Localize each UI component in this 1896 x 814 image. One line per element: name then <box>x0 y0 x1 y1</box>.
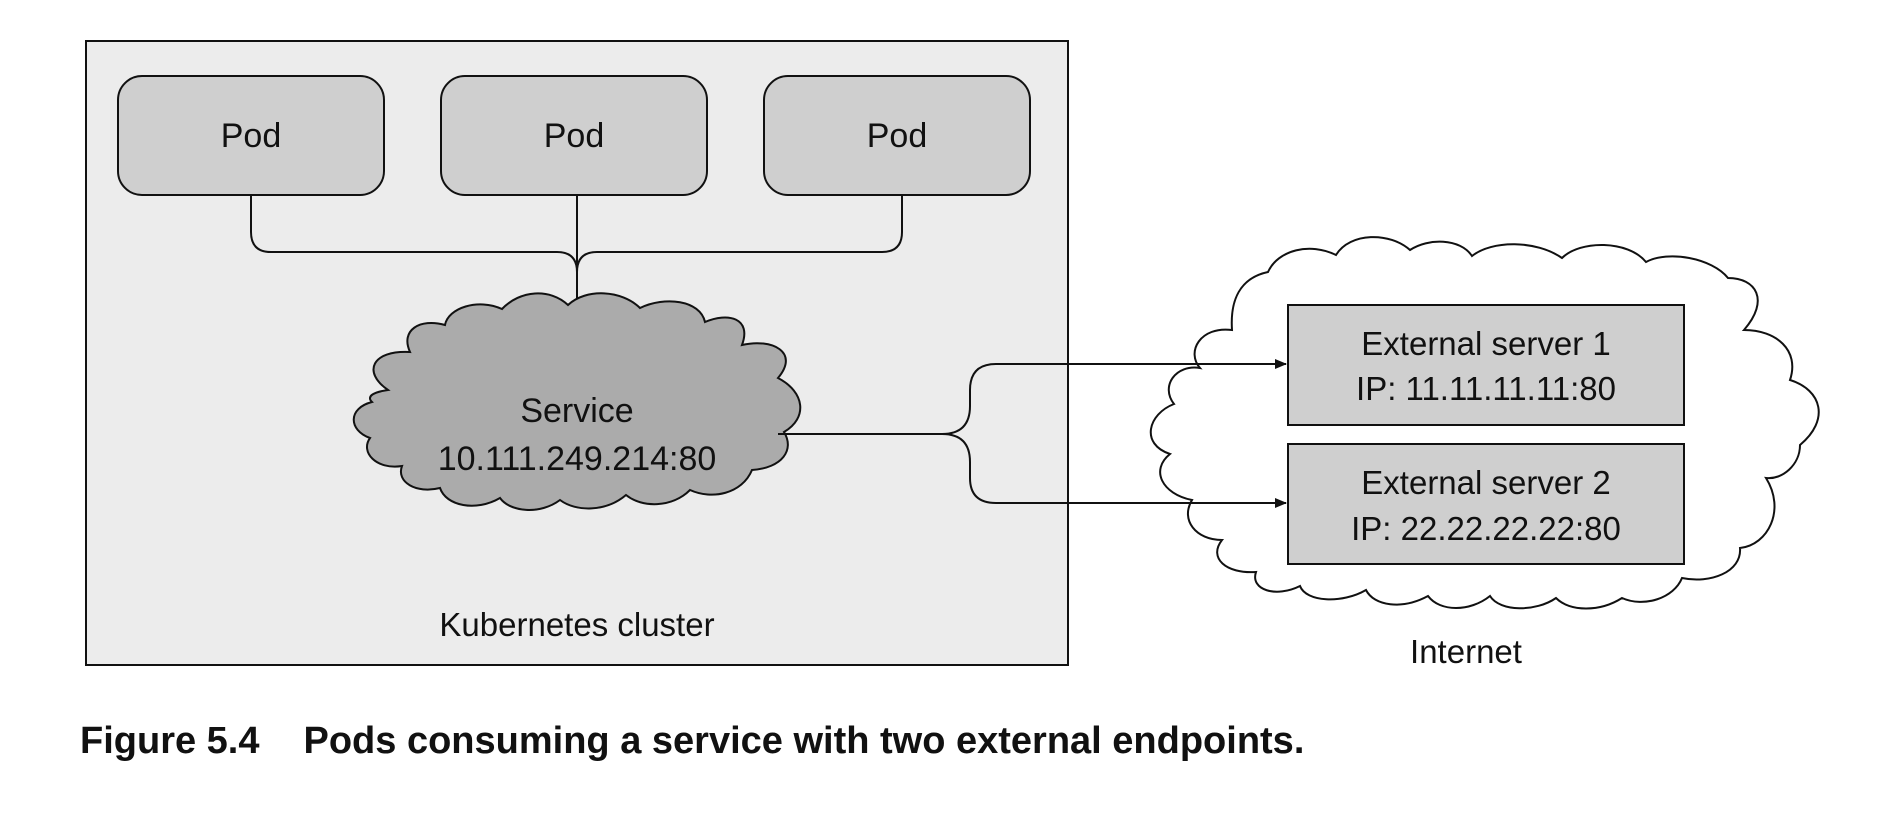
service-cloud: Service 10.111.249.214:80 <box>352 292 802 511</box>
server-2-connector <box>941 433 1287 508</box>
figure-caption-text: Pods consuming a service with two extern… <box>303 720 1305 762</box>
pod-box <box>763 75 1031 196</box>
pod-box <box>440 75 708 196</box>
service-cloud-shape <box>352 292 802 511</box>
service-address: 10.111.249.214:80 <box>438 440 717 478</box>
service-connectors <box>778 359 1287 508</box>
pod-3: Pod <box>763 75 1031 196</box>
pod-2: Pod <box>440 75 708 196</box>
pod-1: Pod <box>117 75 385 196</box>
pod-1-connector <box>250 195 578 273</box>
server-ip: IP: 22.22.22.22:80 <box>1351 510 1621 547</box>
pod-3-connector <box>576 195 903 273</box>
server-ip: IP: 11.11.11.11:80 <box>1356 370 1616 407</box>
external-server-1: External server 1 IP: 11.11.11.11:80 <box>1287 304 1685 426</box>
pod-label: Pod <box>544 117 605 155</box>
service-name: Service <box>520 392 633 430</box>
cluster-label: Kubernetes cluster <box>439 606 714 643</box>
server-box <box>1287 443 1685 565</box>
pod-label: Pod <box>867 117 928 155</box>
external-server-2: External server 2 IP: 22.22.22.22:80 <box>1287 443 1685 565</box>
internet-label: Internet <box>1410 633 1522 670</box>
server-box <box>1287 304 1685 426</box>
server-name: External server 2 <box>1361 464 1610 501</box>
diagram-canvas: Kubernetes cluster Pod Pod Pod Service 1… <box>85 40 1820 670</box>
figure-number: Figure 5.4 <box>80 720 260 762</box>
server-1-connector <box>941 359 1287 435</box>
pod-label: Pod <box>221 117 282 155</box>
server-name: External server 1 <box>1361 325 1610 362</box>
figure-caption: Figure 5.4 Pods consuming a service with … <box>80 720 1304 763</box>
